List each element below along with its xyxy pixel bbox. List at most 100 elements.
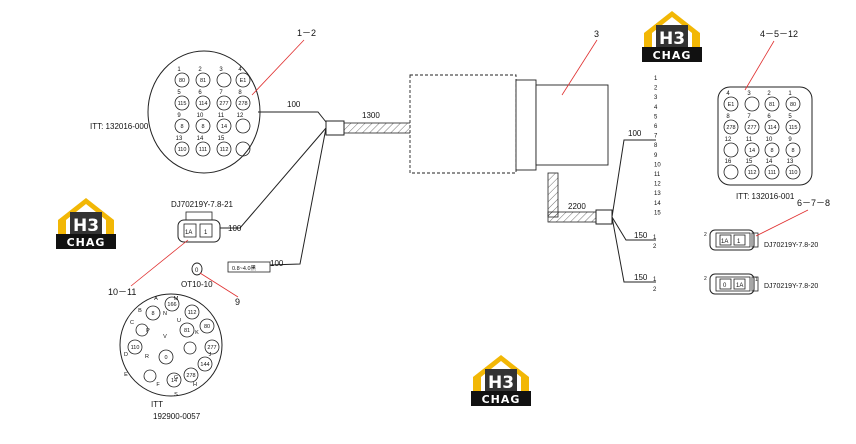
lc-pin-label: 115 xyxy=(178,101,187,107)
callout-10-leader xyxy=(130,239,189,287)
rc-pin-label: 14 xyxy=(749,148,755,154)
plug-right-2-pin1: 1 xyxy=(755,277,758,283)
round-pin-letter: M xyxy=(174,296,179,302)
logo-banner xyxy=(642,47,702,62)
logo-banner xyxy=(56,234,116,249)
ring-terminal xyxy=(191,262,203,276)
split-b-2: 2 xyxy=(653,287,657,293)
device-3 xyxy=(409,74,609,174)
lc-pin-number: 3 xyxy=(219,67,223,73)
rc-pin-label: 115 xyxy=(789,125,798,131)
round-pin-circle xyxy=(204,339,220,355)
lc-pin-circle xyxy=(216,95,232,111)
logo-text-bottom: CHAG xyxy=(67,236,106,249)
round-pin-label: 8 xyxy=(151,311,154,317)
round-pin-empty xyxy=(135,323,149,337)
rc-pin-circle xyxy=(723,164,739,180)
round-pin-circle xyxy=(166,372,182,388)
round-pin-letter: D xyxy=(124,352,128,358)
rc-pin-number: 12 xyxy=(725,137,732,143)
plug-right-2 xyxy=(709,273,759,295)
lc-pin-number: 1 xyxy=(177,67,181,73)
part-ot10-10: OT10-10 xyxy=(181,280,213,289)
rc-pin-number: 7 xyxy=(747,114,751,120)
round-pin-circle xyxy=(158,349,174,365)
length-150-a: 150 xyxy=(634,231,648,240)
logo-text-top: H3 xyxy=(659,29,685,49)
plug-left-pin1: 1 xyxy=(204,230,208,236)
rc-pin-label: 8 xyxy=(770,148,773,154)
lc-pin-number: 4 xyxy=(238,67,242,73)
wire-number: 7 xyxy=(654,134,658,140)
lc-pin-number: 12 xyxy=(237,113,244,119)
rc-pin-circle xyxy=(744,119,760,135)
length-2200: 2200 xyxy=(568,202,586,211)
rc-pin-number: 11 xyxy=(746,137,753,143)
rc-pin-number: 9 xyxy=(788,137,792,143)
callout-4-leader xyxy=(744,40,775,91)
lc-pin-circle xyxy=(195,72,211,88)
rc-pin-label: 112 xyxy=(748,170,757,176)
rc-pin-circle xyxy=(785,142,801,158)
lc-pin-circle xyxy=(216,141,232,157)
length-100-b: 100 xyxy=(228,224,242,233)
lc-pin-number: 9 xyxy=(177,113,181,119)
rc-pin-number: 13 xyxy=(787,159,794,165)
lc-pin-number: 10 xyxy=(197,113,204,119)
callout-9: 9 xyxy=(235,297,240,307)
round-pin-circle xyxy=(183,367,199,383)
wire-to-dj-left xyxy=(220,127,327,229)
round-pin-circle xyxy=(179,322,195,338)
round-pin-letter: K xyxy=(195,330,199,336)
lc-pin-circle xyxy=(216,72,232,88)
rc-pin-circle xyxy=(744,164,760,180)
round-pin-letter: F xyxy=(156,382,160,388)
round-pin-label: 277 xyxy=(207,345,216,351)
rc-pin-label: 114 xyxy=(768,125,777,131)
length-100-c: 100 xyxy=(270,259,284,268)
round-pin-circle xyxy=(145,305,161,321)
logo-text-bottom: CHAG xyxy=(482,393,521,406)
lc-pin-label: 80 xyxy=(179,78,185,84)
lc-pin-circle xyxy=(195,95,211,111)
plug-right-2-pin0: 0 xyxy=(723,283,727,289)
rc-pin-circle xyxy=(764,96,780,112)
length-100-a: 100 xyxy=(287,100,301,109)
round-pin-circle xyxy=(164,296,180,312)
rc-pin-number: 14 xyxy=(766,159,773,165)
length-1300: 1300 xyxy=(362,111,380,120)
callout-3-leader xyxy=(561,39,598,96)
round-pin-letter: C xyxy=(130,320,134,326)
round-pin-label: 112 xyxy=(188,310,197,316)
round-pin-letter: B xyxy=(138,308,142,314)
lc-pin-number: 2 xyxy=(198,67,202,73)
rc-pin-label: 80 xyxy=(790,102,796,108)
lc-pin-number: 6 xyxy=(198,90,202,96)
plug-right-1-pin1a: 1A xyxy=(721,239,728,245)
round-pin-letter: V xyxy=(163,334,167,340)
harness-right xyxy=(547,211,599,223)
rc-pin-number: 3 xyxy=(747,91,751,97)
lc-pin-circle xyxy=(174,141,190,157)
lc-pin-label: 111 xyxy=(199,147,207,153)
round-pin-letter: N xyxy=(163,311,167,317)
callout-6-7-8: 6－7－8 xyxy=(797,198,830,208)
wire-number: 2 xyxy=(654,86,658,92)
rc-pin-number: 1 xyxy=(788,91,792,97)
lc-pin-circle xyxy=(235,95,251,111)
logo-plate xyxy=(485,369,517,391)
plug-right-2-pin2: 2 xyxy=(704,276,707,282)
wire-number: 1 xyxy=(654,76,658,82)
rc-pin-label: 8 xyxy=(791,148,794,154)
round-pin-label: 80 xyxy=(204,324,210,330)
plug-left xyxy=(177,211,221,243)
wire-number: 10 xyxy=(654,162,661,168)
wire-number: 15 xyxy=(654,210,661,216)
lc-pin-label: 277 xyxy=(219,101,228,107)
rc-pin-circle xyxy=(764,164,780,180)
lc-pin-label: E1 xyxy=(240,78,247,84)
